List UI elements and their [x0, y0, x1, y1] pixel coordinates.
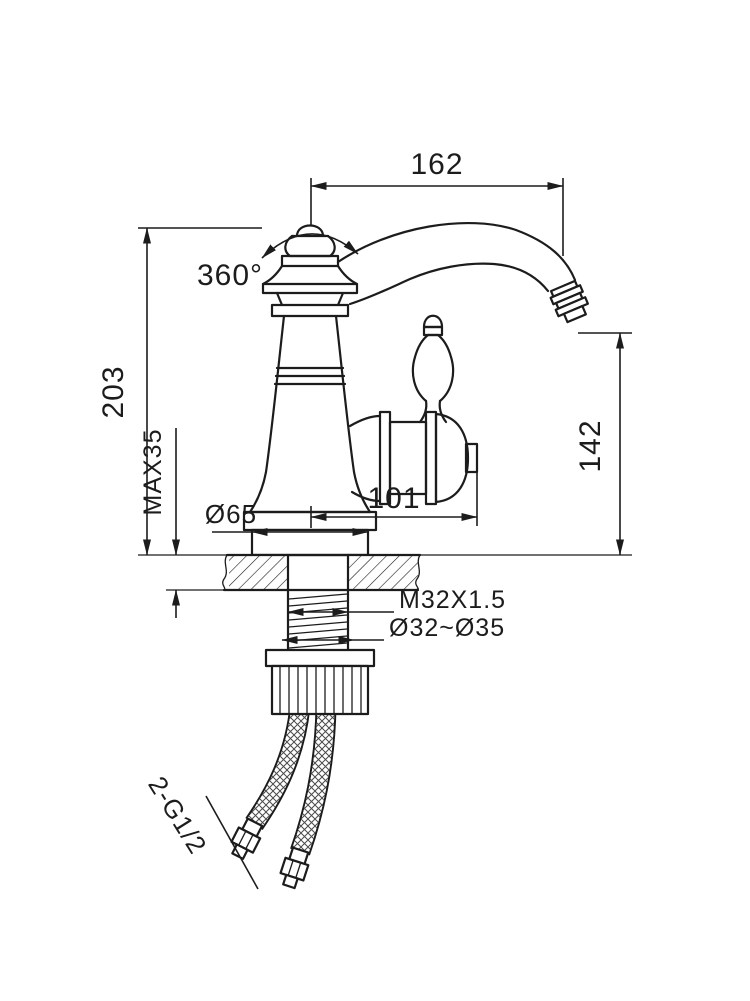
dim-max-thickness: MAX35 — [139, 428, 180, 618]
dim-spout-reach: 162 — [310, 148, 564, 256]
swivel-annotation: 360° — [197, 233, 359, 292]
dim-total-height-label: 203 — [97, 365, 130, 418]
mounting-deck — [138, 553, 632, 592]
swivel-label: 360° — [197, 259, 263, 292]
dim-hole-range: Ø32~Ø35 — [281, 614, 505, 644]
lock-nut — [264, 648, 376, 716]
dim-thread-spec: M32X1.5 — [287, 586, 506, 616]
dim-hole-range-label: Ø32~Ø35 — [389, 614, 505, 642]
dim-total-height: 203 — [97, 227, 262, 556]
dim-base-diameter-label: Ø65 — [205, 499, 257, 529]
dim-thread-spec-label: M32X1.5 — [399, 586, 506, 614]
spout-outlet — [549, 279, 589, 324]
hose-fitting — [279, 846, 310, 890]
dim-handle-reach: 101 — [310, 468, 478, 528]
supply-hoses — [230, 704, 337, 890]
handle-lever — [411, 314, 455, 424]
dim-spout-height: 142 — [574, 332, 632, 556]
dim-spout-reach-label: 162 — [410, 148, 463, 181]
faucet-body — [248, 314, 372, 514]
dim-inlet-thread-label: 2-G1/2 — [142, 771, 213, 859]
faucet-spout — [336, 221, 589, 324]
threaded-shank — [286, 553, 350, 652]
faucet-handle — [348, 314, 479, 506]
dim-spout-height-label: 142 — [574, 419, 607, 472]
faucet-cap — [261, 224, 359, 318]
hose-fitting — [230, 817, 264, 860]
dim-handle-reach-label: 101 — [367, 482, 420, 515]
dim-max-thickness-label: MAX35 — [139, 429, 167, 516]
dim-base-diameter: Ø65 — [205, 499, 369, 536]
faucet-base — [242, 510, 378, 557]
